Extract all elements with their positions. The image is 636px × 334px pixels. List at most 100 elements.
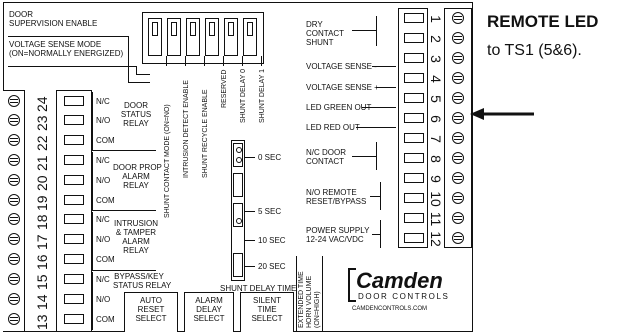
label-remote-reset: N/O REMOTE RESET/BYPASS	[306, 188, 367, 206]
label-power: POWER SUPPLY 12-24 VAC/VDC	[306, 226, 370, 244]
terminal-slot	[404, 173, 424, 183]
dip-switch[interactable]	[148, 18, 162, 56]
terminal-screw-icon[interactable]	[452, 52, 464, 64]
leader-line	[204, 56, 205, 66]
leader-bracket	[380, 182, 381, 210]
terminal-screw-icon[interactable]	[8, 233, 20, 245]
leader-line	[128, 36, 129, 82]
terminal-slot	[404, 33, 424, 43]
terminal-screw-icon[interactable]	[452, 152, 464, 164]
pin-number: 13	[34, 314, 50, 330]
terminal-screw-icon[interactable]	[452, 72, 464, 84]
terminal-screw-icon[interactable]	[8, 174, 20, 186]
contact-label: COM	[96, 255, 115, 264]
pin-number: 1	[428, 15, 444, 23]
terminal-screw-icon[interactable]	[8, 293, 20, 305]
leader-line	[223, 56, 224, 66]
terminal-screw-icon[interactable]	[452, 212, 464, 224]
jumper-20sec[interactable]	[233, 253, 243, 277]
contact-label: COM	[96, 196, 115, 205]
auto-reset-select[interactable]	[124, 292, 178, 332]
dip-switch[interactable]	[167, 18, 181, 56]
logo-brand: Camden	[356, 268, 443, 293]
right-terminal-block	[398, 8, 428, 248]
jumper-0sec[interactable]	[233, 143, 243, 167]
delay-option: 20 SEC	[258, 262, 286, 271]
leader-line	[372, 234, 380, 235]
terminal-slot	[64, 155, 84, 165]
relay-bracket	[92, 272, 93, 330]
terminal-screw-icon[interactable]	[452, 232, 464, 244]
terminal-screw-icon[interactable]	[8, 134, 20, 146]
label-led-red: LED RED OUT	[306, 123, 360, 132]
callout-text: to TS1 (5&6).	[487, 42, 582, 59]
jumper-label: (ON=HIGH)	[314, 291, 321, 328]
terminal-screw-icon[interactable]	[452, 132, 464, 144]
pin-number: 16	[34, 254, 50, 270]
leader-line	[136, 74, 150, 75]
pin-number: 20	[34, 175, 50, 191]
terminal-slot	[64, 314, 84, 324]
selector-label: AUTO RESET SELECT	[135, 296, 167, 323]
terminal-screw-icon[interactable]	[8, 213, 20, 225]
leader-line	[352, 30, 376, 31]
terminal-slot	[404, 93, 424, 103]
logo-url: CAMDENCONTROLS.COM	[352, 306, 428, 312]
dip-switch[interactable]	[243, 18, 257, 56]
logo-sub: DOOR CONTROLS	[358, 292, 450, 301]
pin-number: 2	[428, 35, 444, 43]
dip-switch[interactable]	[224, 18, 238, 56]
terminal-screw-icon[interactable]	[8, 114, 20, 126]
dip-switch-lever	[152, 22, 158, 36]
terminal-screw-icon[interactable]	[452, 172, 464, 184]
contact-label: N/C	[96, 275, 110, 284]
terminal-slot	[404, 133, 424, 143]
terminal-screw-icon[interactable]	[452, 92, 464, 104]
terminal-slot	[64, 135, 84, 145]
dip-switch-lever	[247, 22, 253, 36]
pin-number: 24	[34, 96, 50, 112]
relay-label-door-status: DOOR STATUS RELAY	[120, 101, 152, 128]
jumper-5sec[interactable]	[233, 173, 243, 197]
terminal-slot	[64, 234, 84, 244]
relay-bracket	[92, 92, 93, 150]
terminal-screw-icon[interactable]	[8, 95, 20, 107]
terminal-slot	[64, 294, 84, 304]
jumper-10sec[interactable]	[233, 203, 243, 227]
terminal-slot	[404, 113, 424, 123]
terminal-screw-icon[interactable]	[452, 112, 464, 124]
dip-label: SHUNT CONTACT MODE (ON=NO)	[164, 104, 171, 218]
dip-switch-lever	[209, 22, 215, 36]
terminal-screw-icon[interactable]	[452, 32, 464, 44]
terminal-slot	[64, 195, 84, 205]
dip-label: INTRUSION DETECT ENABLE	[183, 80, 190, 178]
dip-label: SHUNT DELAY 0	[240, 68, 247, 123]
label-door-contact: N/C DOOR CONTACT	[306, 148, 346, 166]
leader-line	[245, 157, 255, 158]
relay-divider	[92, 150, 156, 151]
alarm-delay-select[interactable]	[184, 292, 234, 332]
pin-number: 14	[34, 294, 50, 310]
label-dry-contact: DRY CONTACT SHUNT	[306, 20, 345, 47]
terminal-slot	[64, 254, 84, 264]
dip-switch[interactable]	[205, 18, 219, 56]
terminal-screw-icon[interactable]	[8, 154, 20, 166]
relay-bracket	[92, 152, 93, 210]
dip-switch[interactable]	[186, 18, 200, 56]
relay-bracket	[92, 212, 93, 270]
leader-line	[370, 196, 380, 197]
terminal-screw-icon[interactable]	[8, 253, 20, 265]
terminal-screw-icon[interactable]	[452, 192, 464, 204]
jumper-pin	[236, 218, 242, 224]
pin-number: 5	[428, 95, 444, 103]
terminal-screw-icon[interactable]	[8, 313, 20, 325]
silent-time-select[interactable]	[240, 292, 294, 332]
contact-label: N/O	[96, 295, 111, 304]
terminal-screw-icon[interactable]	[8, 273, 20, 285]
terminal-screw-icon[interactable]	[452, 12, 464, 24]
pin-number: 4	[428, 75, 444, 83]
terminal-screw-icon[interactable]	[8, 194, 20, 206]
contact-label: N/O	[96, 116, 111, 125]
terminal-slot	[404, 73, 424, 83]
pin-number: 10	[428, 191, 444, 207]
